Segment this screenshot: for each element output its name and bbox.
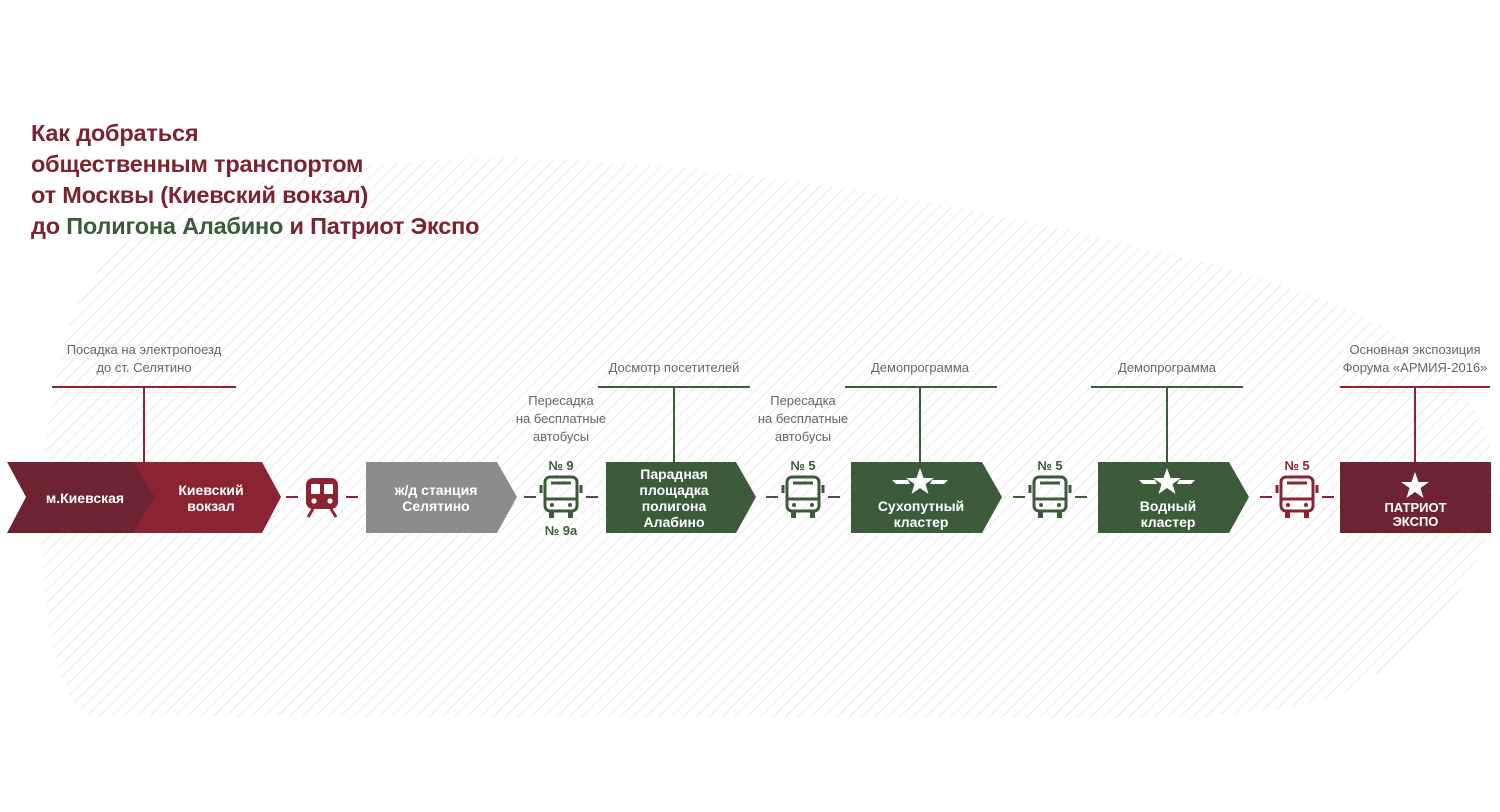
bus-route-5-c: № 5: [1284, 458, 1310, 473]
caption-exposition-line-1: Основная экспозиция: [1349, 342, 1481, 357]
caption-transfer-2-line-3: автобусы: [774, 429, 832, 444]
stop-label-alabino-line-1: Парадная: [640, 465, 708, 482]
stop-label-alabino-line-2: площадка: [639, 481, 709, 498]
caption-transfer-1: Пересадка на бесплатные автобусы: [501, 392, 621, 446]
stop-label-ground-cluster: Сухопутный кластер: [851, 496, 991, 532]
bus-icon: [539, 475, 583, 518]
stop-label-kievsky-station: Киевский вокзал: [155, 462, 267, 533]
stop-box-selyatino: [366, 462, 517, 533]
stop-box-kievskaya-metro: [7, 462, 156, 533]
army-star-emblem: [1139, 468, 1195, 494]
stop-label-kievsky-line-2: вокзал: [187, 497, 235, 514]
stop-box-kievsky-station: [133, 462, 281, 533]
stop-box-water-cluster: [1098, 462, 1249, 533]
bus-route-5-a: № 5: [790, 458, 816, 473]
stop-label-patriot-expo: ПАТРИОТ ЭКСПО: [1340, 500, 1491, 530]
caption-transfer-1-line-1: Пересадка: [528, 393, 594, 408]
stop-label-alabino-line-3: полигона: [641, 497, 707, 514]
caption-transfer-1-line-3: автобусы: [532, 429, 590, 444]
title-line-2: общественным транспортом: [31, 151, 364, 177]
caption-train-boarding: Посадка на электропоезд до ст. Селятино: [44, 341, 244, 377]
stop-label-kievskaya-metro: м.Киевская: [45, 489, 125, 506]
caption-transfer-2-line-1: Пересадка: [770, 393, 836, 408]
title-prefix: до: [31, 213, 67, 239]
stop-label-selyatino-line-2: Селятино: [402, 497, 470, 514]
stop-label-water-line-1: Водный: [1139, 498, 1197, 514]
stop-box-alabino: [606, 462, 756, 533]
stop-label-alabino-line-4: Алабино: [643, 513, 705, 530]
callout-demo-1: [845, 386, 997, 463]
stop-label-water-cluster: Водный кластер: [1098, 496, 1238, 532]
callout-inspection: [598, 386, 750, 463]
caption-transfer-1-line-2: на бесплатные: [515, 411, 607, 426]
title-mid: и: [283, 213, 311, 239]
stop-label-selyatino: ж/д станция Селятино: [366, 462, 506, 533]
caption-inspection: Досмотр посетителей: [608, 360, 740, 375]
bus-icon: [781, 475, 825, 518]
callout-exposition: [1340, 386, 1490, 463]
bus-icon: [1275, 475, 1319, 518]
bus-route-9a: № 9а: [544, 523, 578, 538]
train-icon: [306, 478, 338, 518]
title-line-1: Как добраться: [31, 120, 199, 146]
bus-route-9: № 9: [548, 458, 574, 473]
bus-route-5-b: № 5: [1037, 458, 1063, 473]
stop-label-water-line-2: кластер: [1140, 514, 1196, 530]
caption-exposition: Основная экспозиция Форума «АРМИЯ-2016»: [1325, 341, 1500, 377]
stop-label-ground-line-1: Сухопутный: [877, 498, 965, 514]
stop-label-patriot-line-1: ПАТРИОТ: [1384, 500, 1447, 515]
title-line-3: от Москвы (Киевский вокзал): [31, 182, 369, 208]
caption-demo-1: Демопрограмма: [870, 360, 969, 375]
stop-label-selyatino-line-1: ж/д станция: [394, 481, 478, 498]
army-star-emblem: [892, 468, 948, 494]
caption-exposition-line-2: Форума «АРМИЯ-2016»: [1342, 360, 1488, 375]
callout-demo-2: [1091, 386, 1243, 463]
caption-demo-2: Демопрограмма: [1117, 360, 1216, 375]
stop-label-kievsky-line-1: Киевский: [178, 481, 244, 498]
title-alabino: Полигона Алабино: [66, 213, 284, 239]
stop-label-ground-line-2: кластер: [893, 514, 949, 530]
page-title: Как добраться общественным транспортом о…: [31, 118, 480, 242]
bus-icon: [1028, 475, 1072, 518]
stop-label-patriot-line-2: ЭКСПО: [1392, 514, 1439, 529]
army-star-emblem: [1401, 472, 1429, 498]
caption-transfer-2: Пересадка на бесплатные автобусы: [743, 392, 863, 446]
title-line-4: до Полигона Алабино и Патриот Экспо: [31, 211, 480, 242]
caption-train-boarding-line-2: до ст. Селятино: [96, 360, 192, 375]
title-patriot: Патриот Экспо: [310, 213, 480, 239]
caption-transfer-2-line-2: на бесплатные: [757, 411, 849, 426]
callout-train-boarding: [52, 386, 236, 463]
stop-box-ground-cluster: [851, 462, 1002, 533]
caption-train-boarding-line-1: Посадка на электропоезд: [66, 342, 222, 357]
hatched-area: [41, 158, 1496, 719]
stop-label-alabino: Парадная площадка полигона Алабино: [606, 462, 742, 533]
